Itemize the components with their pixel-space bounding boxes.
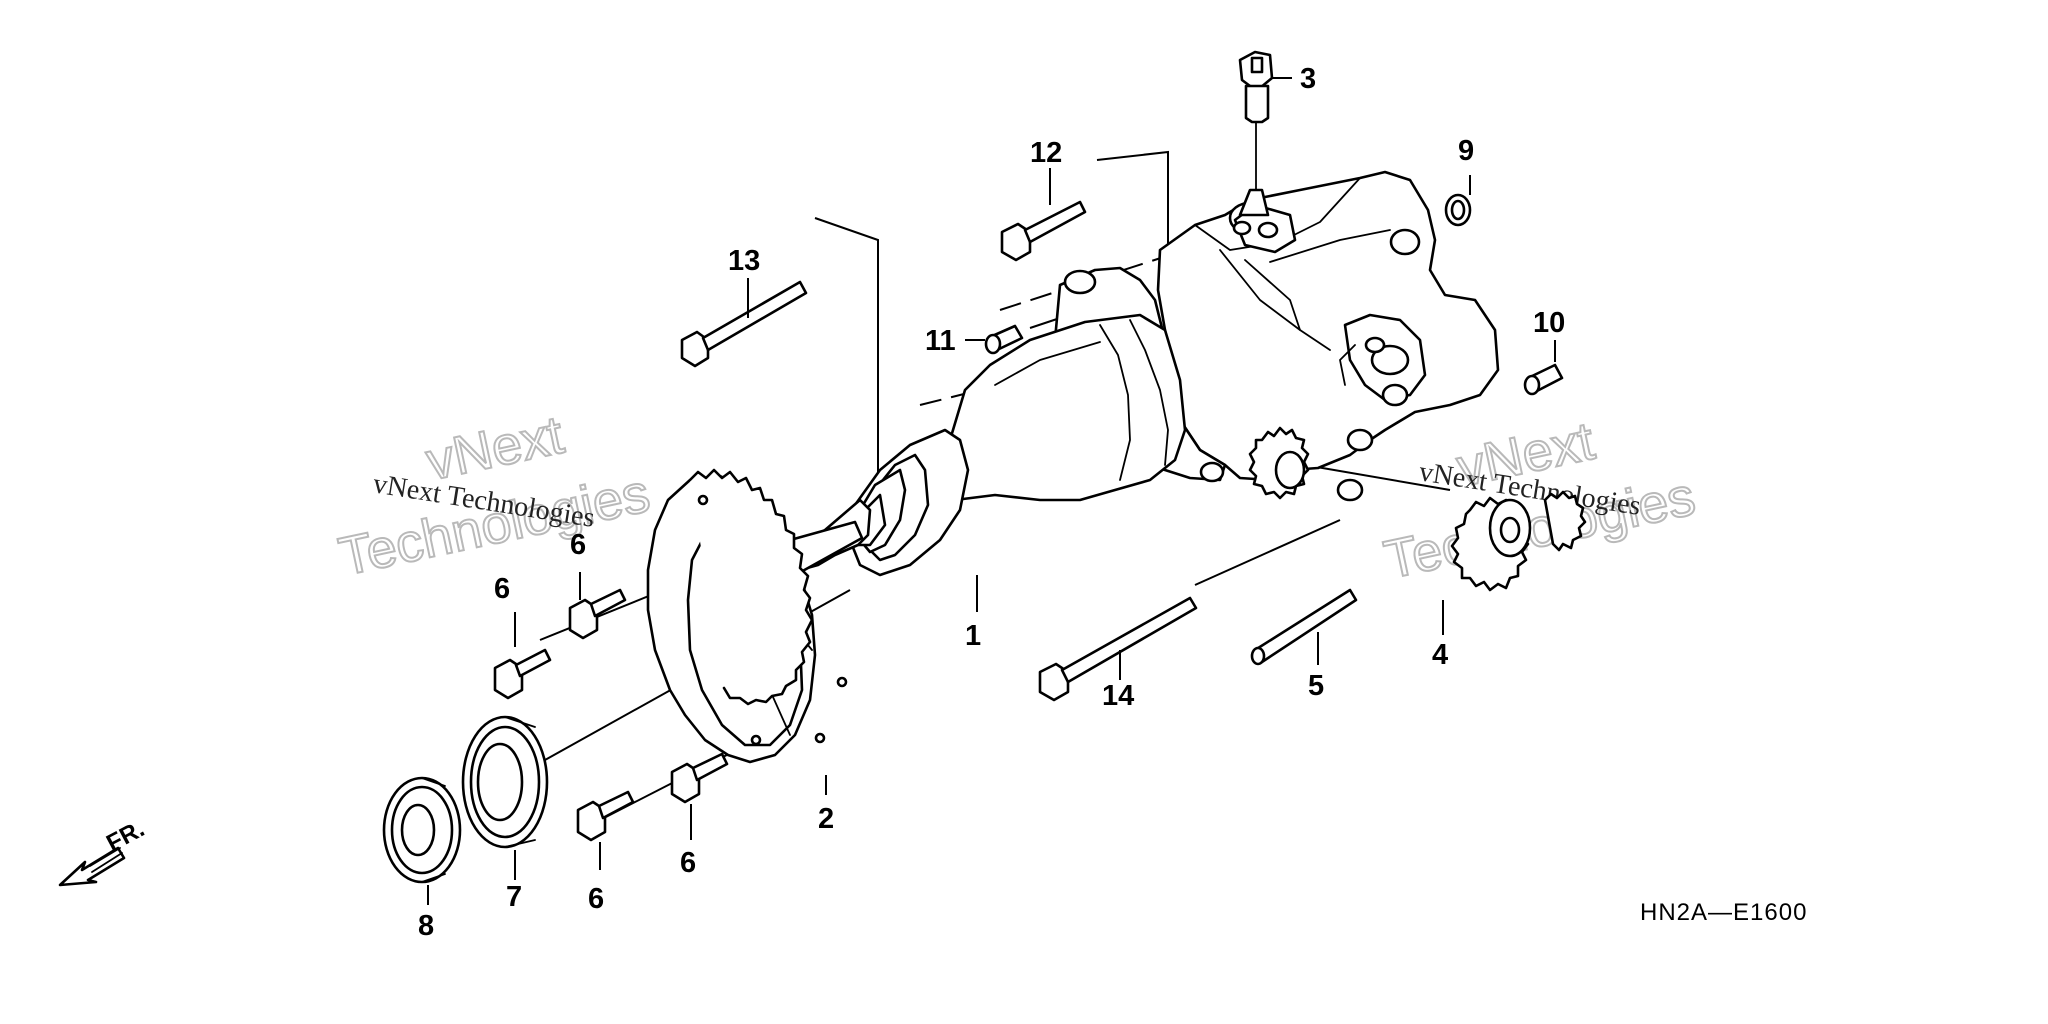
bolt-long-upper [680,280,808,368]
callout-8: 8 [418,910,434,942]
callout-6: 6 [494,573,510,605]
dowel-pin-left [984,324,1024,355]
front-arrow-label: FR. [102,815,149,857]
idle-gear [1248,426,1310,500]
callout-9: 9 [1458,135,1474,167]
sensor [1238,50,1274,124]
bearing-small [382,776,462,884]
gear-pinion [1450,490,1587,592]
callout-7: 7 [506,881,522,913]
ring-gear-teeth [688,468,814,706]
callout-6: 6 [680,847,696,879]
callout-13: 13 [728,245,760,277]
callout-10: 10 [1533,307,1565,339]
callout-1: 1 [965,620,981,652]
side-cover-assembly [769,119,1500,580]
shaft-pin [1250,588,1358,666]
ring-gear [646,468,848,764]
flange-bolt [576,790,635,842]
flange-bolt [670,752,729,804]
dowel-pin-right [1523,363,1564,396]
flange-bolt [568,588,627,640]
callout-3: 3 [1300,63,1316,95]
callout-leaders [427,77,1556,905]
bolt-short [1000,200,1087,262]
front-direction-arrow: FR. [58,815,149,887]
callout-5: 5 [1308,670,1324,702]
callout-12: 12 [1030,137,1062,169]
callout-14: 14 [1102,680,1134,712]
callout-4: 4 [1432,639,1448,671]
bolt-long-lower [1038,596,1198,702]
callout-6: 6 [570,529,586,561]
callout-2: 2 [818,803,834,835]
bearing-large [461,715,549,849]
governor-mechanism [1339,313,1427,407]
flange-bolt [493,648,552,700]
callout-11: 11 [925,325,956,357]
callout-6: 6 [588,883,604,915]
o-ring [1444,193,1472,227]
drawing-code: HN2A—E1600 [1640,899,1807,926]
